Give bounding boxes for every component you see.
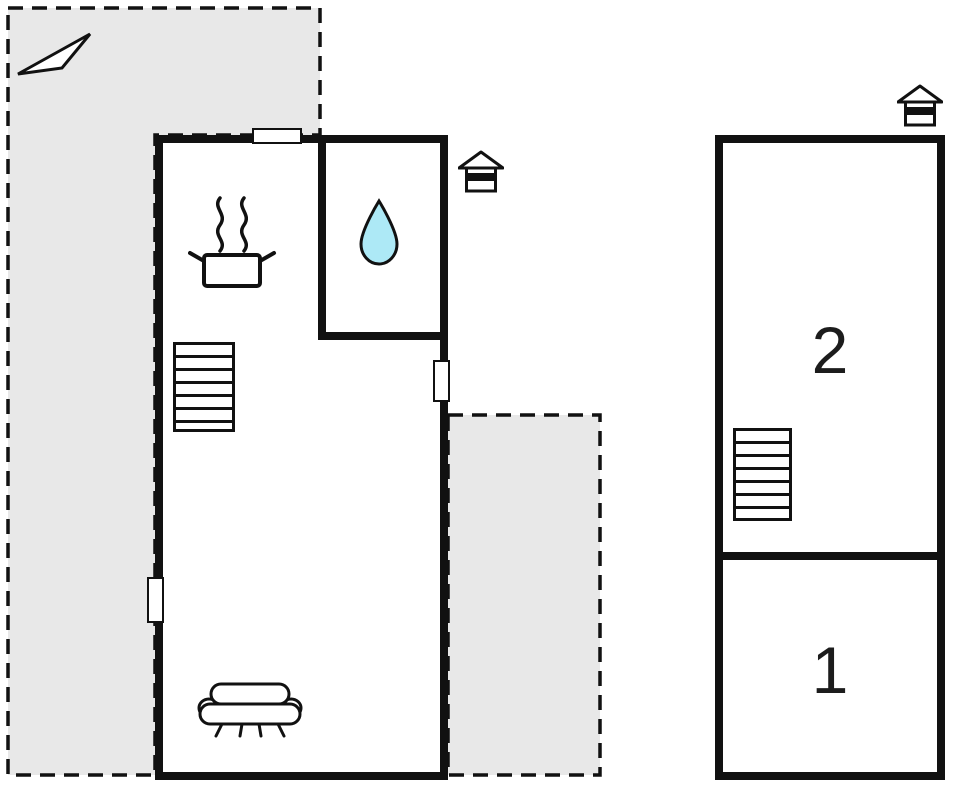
stairs-icon-left <box>173 342 235 432</box>
main-room <box>155 135 448 780</box>
kitchen-wall-vertical <box>318 135 326 340</box>
door-right <box>433 360 450 402</box>
north-arrow-icon <box>17 32 92 76</box>
kitchen-wall-horizontal <box>318 332 448 340</box>
floor-divider-wall <box>715 552 945 560</box>
stairs-icon-right <box>733 428 792 521</box>
room-label-1: 1 <box>811 633 849 707</box>
house-marker-icon-right <box>897 84 943 127</box>
door-left <box>147 577 164 623</box>
sofa-icon <box>197 682 303 738</box>
terrace-right-area <box>446 413 602 777</box>
house-marker-icon-left <box>458 150 504 193</box>
stove-icon <box>188 196 276 288</box>
window <box>252 128 302 144</box>
water-drop-icon <box>359 198 399 266</box>
room-label-2: 2 <box>811 313 849 387</box>
